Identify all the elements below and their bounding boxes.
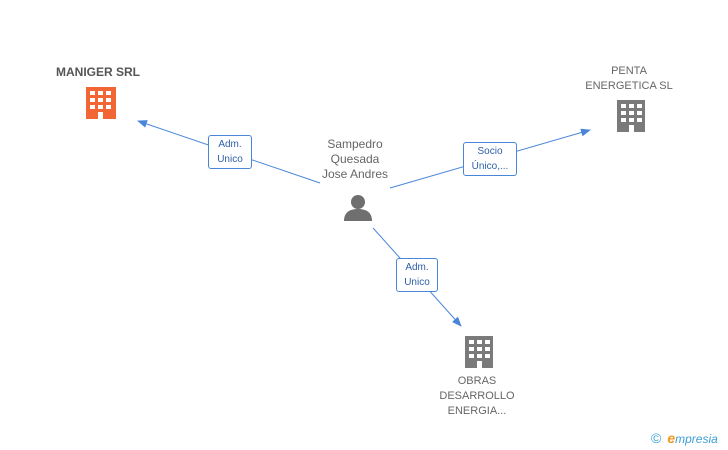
person-icon[interactable] (344, 195, 372, 221)
relation-label-line: Socio (477, 146, 503, 157)
person-name-line: Quesada (330, 152, 380, 166)
relation-label-line: Unico (404, 277, 430, 288)
relation-label-line: Adm. (218, 139, 242, 150)
company-name-obras[interactable]: OBRAS DESARROLLO ENERGIA... (427, 374, 527, 419)
relation-label-line: Adm. (405, 262, 429, 273)
company-name-maniger[interactable]: MANIGER SRL (48, 65, 148, 80)
brand-name: mpresia (675, 432, 718, 446)
person-name[interactable]: Sampedro Quesada Jose Andres (305, 137, 405, 182)
building-icon[interactable] (86, 87, 116, 119)
company-name-line: ENERGETICA SL (585, 80, 673, 92)
relation-label-maniger[interactable]: Adm. Unico (208, 135, 252, 169)
copyright-icon: © (651, 430, 662, 446)
company-name-line: OBRAS (457, 375, 497, 387)
person-name-line: Sampedro (327, 137, 383, 151)
relation-label-penta[interactable]: Socio Único,... (463, 142, 517, 176)
relation-label-line: Unico (217, 154, 243, 165)
company-name-line: DESARROLLO (439, 390, 515, 402)
company-name-line: ENERGIA... (447, 405, 507, 417)
relation-label-obras[interactable]: Adm. Unico (396, 258, 438, 292)
relation-label-line: Único,... (471, 161, 509, 172)
brand-credit[interactable]: © empresia (651, 430, 718, 446)
building-icon[interactable] (617, 100, 645, 132)
brand-logo-initial: e (667, 430, 676, 446)
person-name-line: Jose Andres (321, 167, 389, 181)
company-name-penta[interactable]: PENTA ENERGETICA SL (579, 64, 679, 94)
building-icon[interactable] (465, 336, 493, 368)
company-name-line: MANIGER SRL (56, 65, 140, 79)
company-name-line: PENTA (611, 65, 647, 77)
